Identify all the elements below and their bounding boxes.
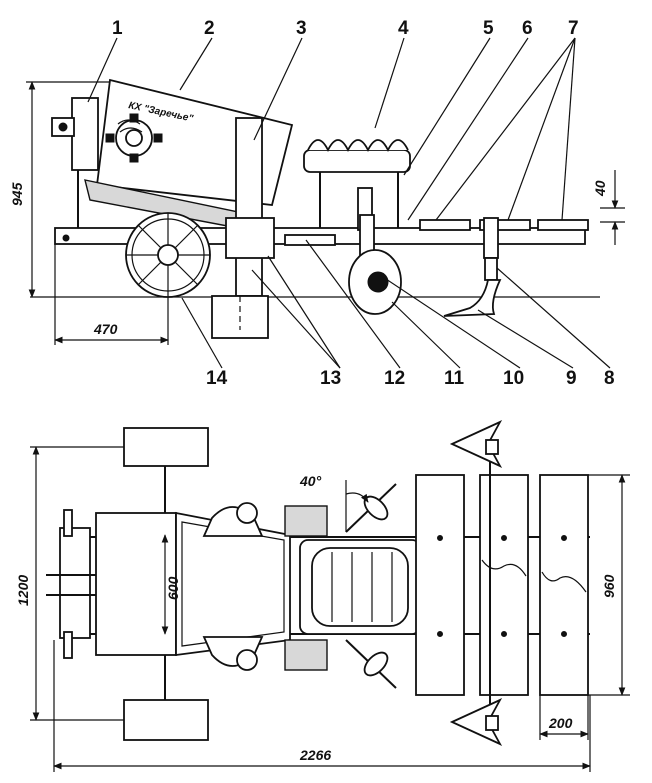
break-line [541,571,587,593]
wheel-top [123,427,209,467]
dim-angle-40: 40° [299,473,322,489]
dim-600: 600 [165,576,181,600]
gearbox-part [71,97,99,171]
leader-lines [87,37,611,369]
dim-1200: 1200 [15,575,31,606]
dim-40: 40 [592,180,608,197]
callout-4: 4 [398,18,409,39]
disc-arm [359,214,375,256]
callout-8: 8 [604,368,615,389]
tine-clamp-top [485,439,499,455]
footrest [284,234,336,246]
disc-coulter-top [345,483,397,689]
callout-2: 2 [204,18,215,39]
callout-9: 9 [566,368,577,389]
wheel-bottom [123,699,209,741]
tine-shank [484,257,498,281]
disc-hub-icon [367,271,389,293]
packer-plate-2 [479,219,531,231]
dim-945: 945 [9,182,25,206]
callout-14: 14 [206,368,228,389]
callout-10: 10 [503,368,524,389]
dim-2266: 2266 [299,747,331,763]
vertical-post [235,117,263,297]
break-line [481,559,527,577]
side-view: КХ "Заречье" [9,18,625,389]
seat-cushion [307,139,409,153]
packer-plate-3 [537,219,589,231]
callout-7: 7 [568,18,579,39]
dim-470: 470 [93,321,118,337]
seat-cushion-top [311,547,409,627]
packer-top-1 [415,474,465,696]
dim-960: 960 [601,574,617,598]
gear-emblem-icon [105,113,163,163]
tine-share [443,279,502,317]
tine-clamp-bottom [485,715,499,731]
callout-12: 12 [384,368,405,389]
drive-wheel [125,212,211,298]
top-view: 40° 1200 600 960 [15,420,630,772]
callout-6: 6 [522,18,533,39]
packer-plate-1 [419,219,471,231]
callout-13: 13 [320,368,341,389]
callout-1: 1 [112,18,123,39]
callout-11: 11 [444,368,465,389]
hopper-top-rear [95,512,177,656]
seat-base [303,149,411,173]
hitch-pin-icon [58,122,68,132]
tine-clamp [483,217,499,259]
packer-top-2 [479,474,529,696]
footrest-pad-right [284,639,328,671]
clamp-bracket [225,217,275,259]
packer-bolts [437,535,567,637]
angle-arc [345,492,369,503]
bolt-icon [62,234,70,242]
drive-wheel-top [202,502,264,671]
callout-5: 5 [483,18,494,39]
dim-200: 200 [548,715,573,731]
callout-3: 3 [296,18,307,39]
hitch-assembly [46,509,100,659]
footrest-pad-left [284,505,328,537]
